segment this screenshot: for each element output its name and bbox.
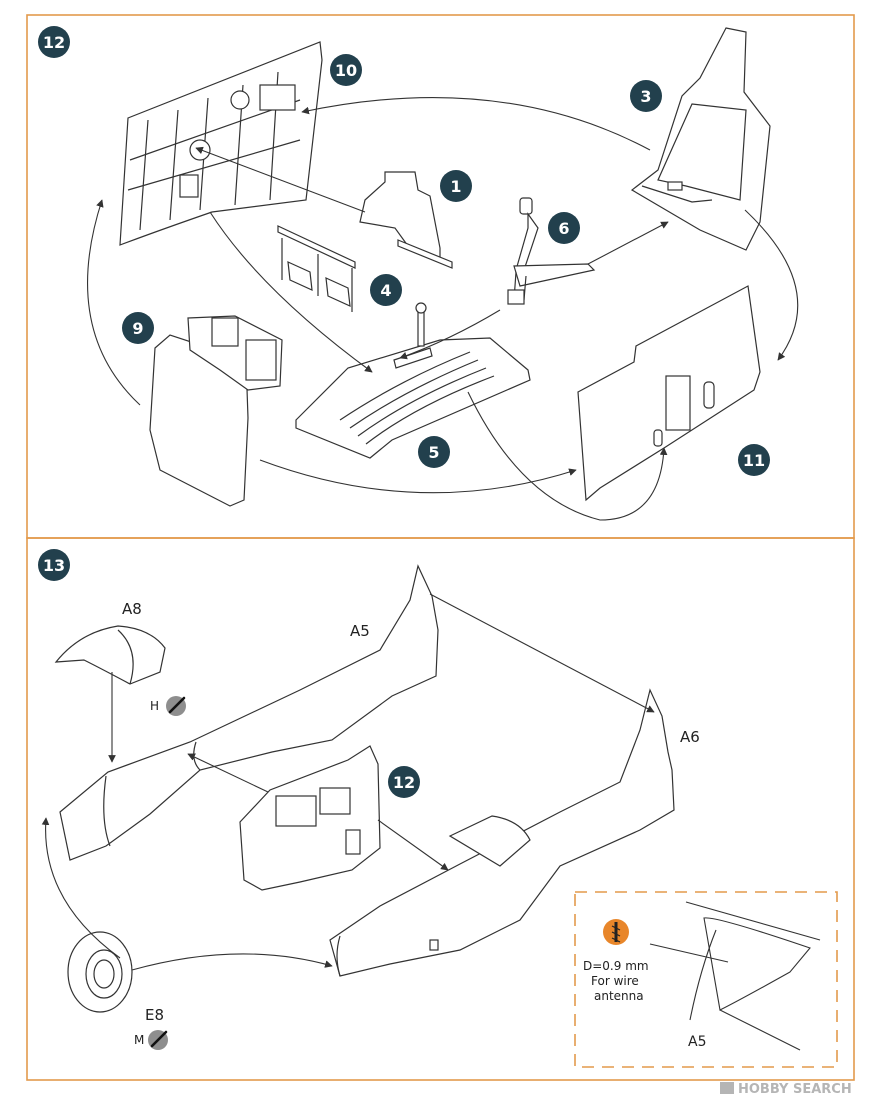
part-1-armor-plate	[359, 171, 453, 269]
part-5-floor	[295, 302, 531, 459]
callout-1: 1	[440, 170, 472, 202]
callout-6: 6	[548, 212, 580, 244]
label-a6: A6	[680, 728, 700, 746]
svg-text:M: M	[134, 1033, 144, 1047]
drill-diameter-text: D=0.9 mm	[583, 959, 649, 973]
step-12-marker: 12	[38, 26, 70, 58]
drill-note-line1: For wire	[591, 974, 639, 988]
step-12-number: 12	[43, 33, 65, 52]
svg-text:11: 11	[743, 451, 765, 470]
svg-text:HOBBY SEARCH: HOBBY SEARCH	[738, 1082, 852, 1097]
callout-9: 9	[122, 312, 154, 344]
svg-text:H: H	[150, 699, 159, 713]
part-a6-fuselage-half	[329, 688, 675, 977]
svg-text:12: 12	[393, 773, 415, 792]
svg-text:3: 3	[640, 87, 651, 106]
callout-11: 10	[330, 54, 362, 86]
part-a5-fuselage-half	[59, 564, 439, 861]
inset-part-label: A5	[688, 1034, 706, 1050]
callout-10: 11	[738, 444, 770, 476]
callout-5: 5	[418, 436, 450, 468]
svg-text:5: 5	[428, 443, 439, 462]
callout-12-step13: 12	[388, 766, 420, 798]
assembled-cockpit	[239, 745, 381, 891]
part-10-side-panel	[577, 285, 761, 502]
detail-inset: D=0.9 mm For wire antenna A5	[574, 891, 838, 1068]
step-12-arrows	[87, 96, 799, 521]
svg-text:6: 6	[558, 219, 569, 238]
drill-note-line2: antenna	[594, 989, 644, 1003]
part-3-seat	[630, 27, 771, 251]
part-4-rudder-pedals	[277, 225, 356, 312]
svg-text:1: 1	[450, 177, 461, 196]
step-13-marker: 13	[38, 549, 70, 581]
paint-brush-icon	[168, 696, 186, 714]
step-13-arrows	[41, 593, 655, 971]
label-a5: A5	[350, 622, 370, 640]
part-6-control-column	[507, 197, 596, 305]
svg-text:9: 9	[132, 319, 143, 338]
paint-code-h: H	[150, 696, 186, 716]
step-13-number: 13	[43, 556, 65, 575]
label-e8: E8	[145, 1006, 164, 1024]
step-13-frame	[26, 537, 855, 1081]
svg-text:10: 10	[335, 61, 357, 80]
part-a8-cowling	[54, 625, 166, 685]
hobby-search-logo-icon	[720, 1082, 734, 1094]
drill-bit-icon	[603, 919, 629, 945]
label-a8: A8	[122, 600, 142, 618]
callout-3: 3	[630, 80, 662, 112]
callout-4: 4	[370, 274, 402, 306]
part-9-side-frame	[149, 315, 283, 507]
hobby-search-watermark: HOBBY SEARCH	[720, 1082, 852, 1097]
part-e8-backplate	[67, 931, 133, 1013]
part-11-bulkhead	[119, 41, 323, 246]
svg-text:4: 4	[380, 281, 391, 300]
paint-code-m: M	[134, 1030, 168, 1050]
